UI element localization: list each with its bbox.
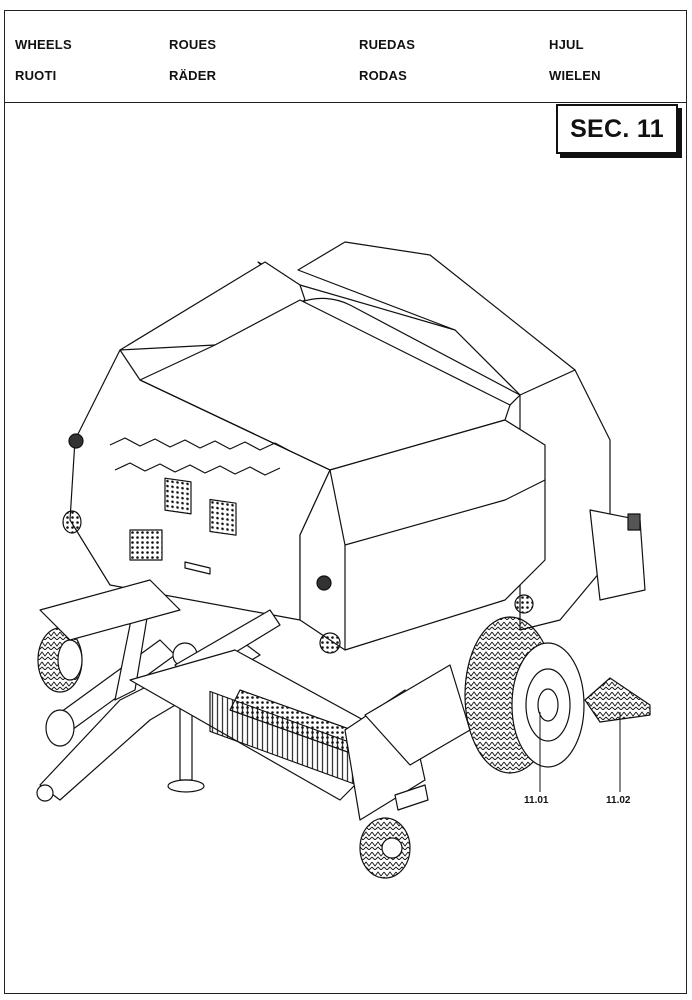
title-pt: RODAS [359,68,407,83]
title-it: RUOTI [15,68,57,83]
callout-wheel: 11.01 [524,795,549,806]
page-frame: WHEELS ROUES RUEDAS HJUL RUOTI RÄDER ROD… [4,10,687,994]
title-sv: HJUL [549,37,584,52]
title-fr: ROUES [169,37,217,52]
title-de: RÄDER [169,68,217,83]
callout-wheel-chock: 11.02 [606,795,631,806]
section-badge: SEC. 11 [556,104,678,154]
title-en: WHEELS [15,37,72,52]
title-nl: WIELEN [549,68,601,83]
section-label: SEC. 11 [570,114,664,143]
language-header: WHEELS ROUES RUEDAS HJUL RUOTI RÄDER ROD… [5,11,686,103]
title-es: RUEDAS [359,37,416,52]
